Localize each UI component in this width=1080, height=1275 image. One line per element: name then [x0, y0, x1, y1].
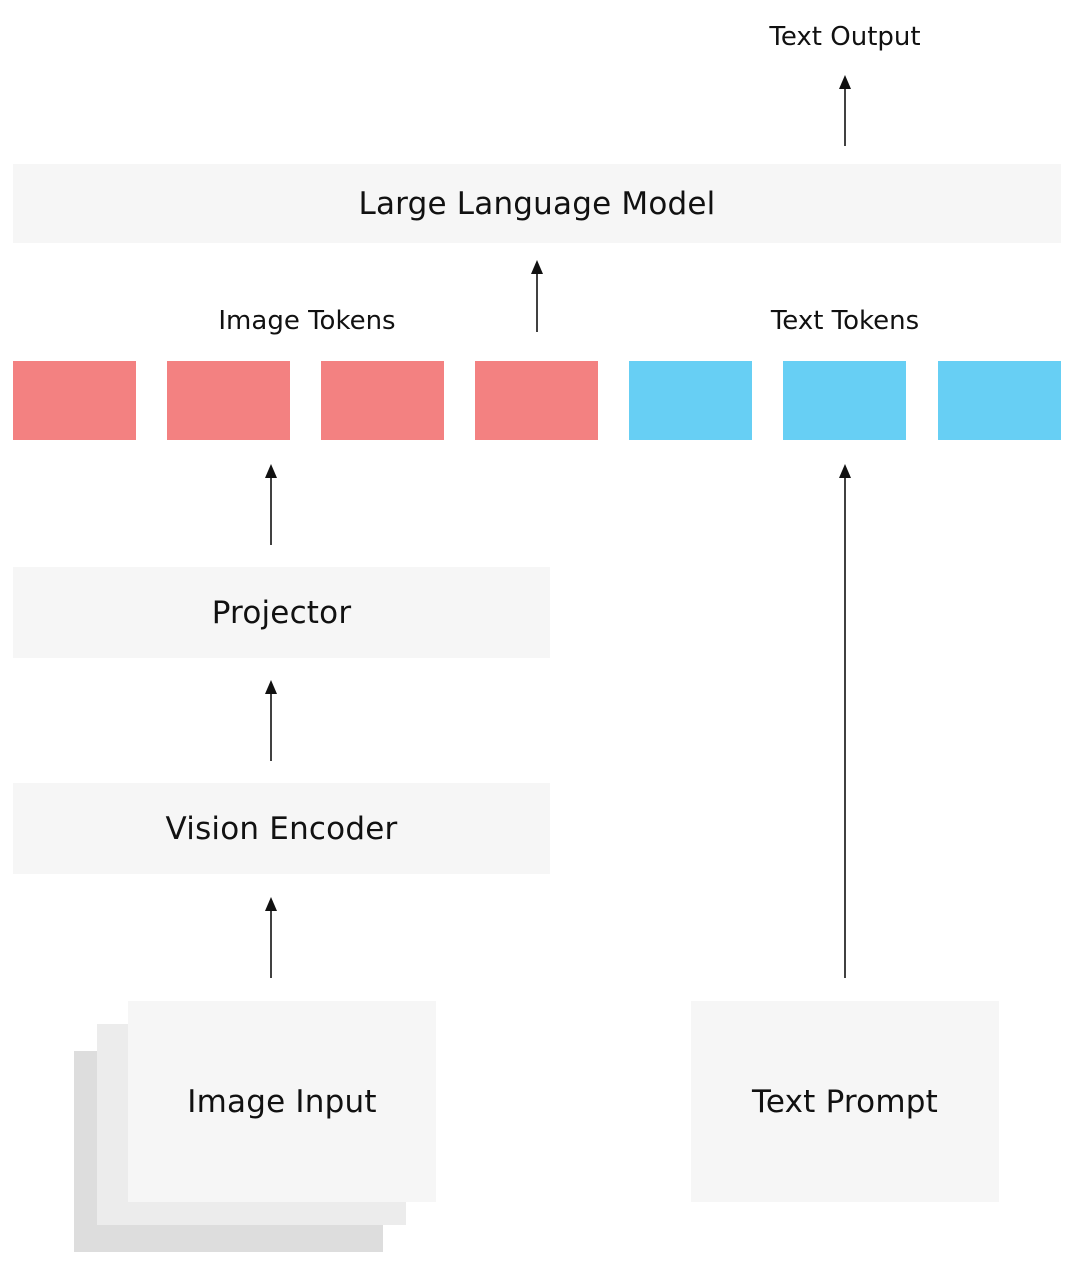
text-token — [938, 361, 1061, 440]
projector-block: Projector — [13, 567, 550, 658]
text-output-label: Text Output — [769, 22, 921, 52]
vision-encoder-block: Vision Encoder — [13, 783, 550, 874]
image-tokens-label: Image Tokens — [218, 306, 396, 336]
image-input-block-label: Image Input — [187, 1083, 377, 1120]
text-prompt-block: Text Prompt — [691, 1001, 999, 1202]
image-input-block: Image Input — [128, 1001, 436, 1202]
arrowhead-icon — [265, 680, 277, 694]
projector-block-label: Projector — [211, 594, 352, 631]
image-token — [321, 361, 444, 440]
text-prompt-block-label: Text Prompt — [752, 1083, 938, 1120]
arrowhead-icon — [839, 464, 851, 478]
llm-block-label: Large Language Model — [358, 185, 716, 222]
arrowhead-icon — [531, 260, 543, 274]
text-token — [629, 361, 752, 440]
image-token — [475, 361, 598, 440]
arrowhead-icon — [265, 897, 277, 911]
vision-encoder-block-label: Vision Encoder — [165, 810, 398, 847]
image-token — [167, 361, 290, 440]
arrowhead-icon — [839, 75, 851, 89]
llm-block: Large Language Model — [13, 164, 1061, 243]
arrowhead-icon — [265, 464, 277, 478]
text-token — [783, 361, 906, 440]
text-tokens-label: Text Tokens — [770, 306, 920, 336]
image-token — [13, 361, 136, 440]
